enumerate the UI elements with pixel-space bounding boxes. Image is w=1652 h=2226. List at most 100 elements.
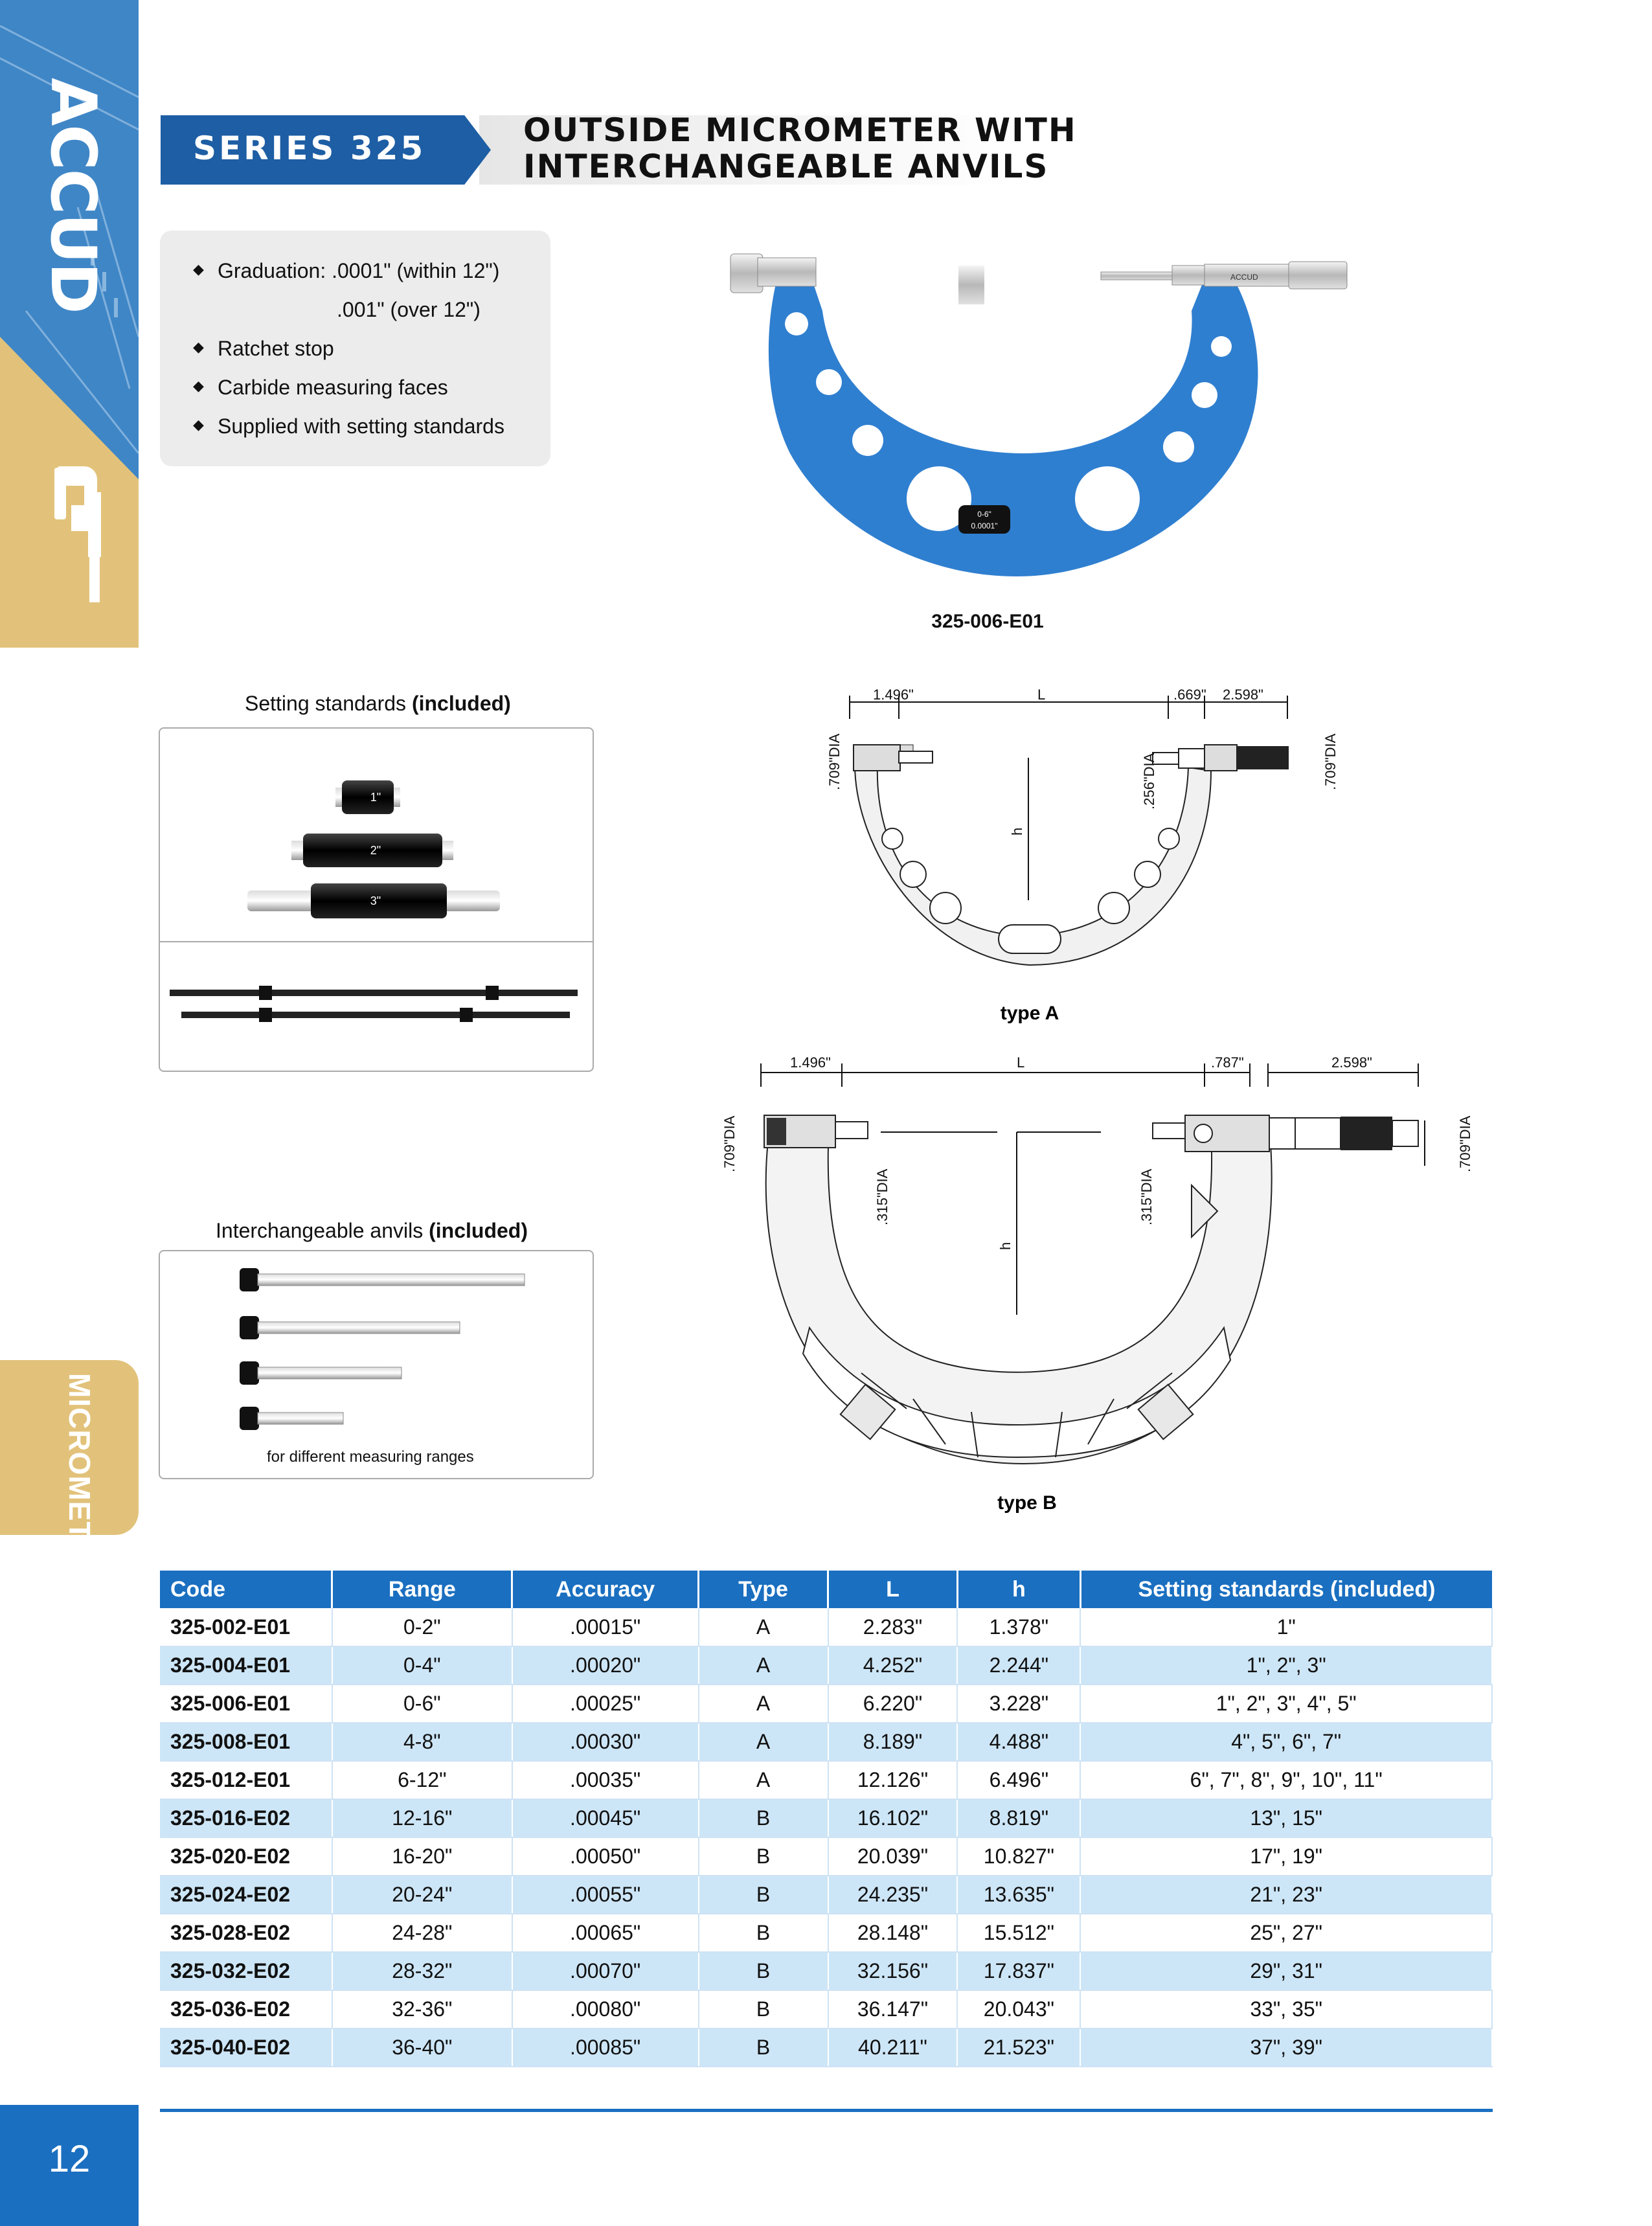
series-banner [161,115,491,185]
table-cell: 24-28" [332,1914,513,1953]
dim-a-length: L [1037,687,1045,703]
table-cell: 1", 2", 3", 4", 5" [1080,1685,1493,1723]
anvils-caption: Interchangeable anvils (included) [216,1219,528,1243]
type-b-diagram: 1.496" L .787" 2.598" .709"DIA .315"DIA … [721,1056,1473,1514]
table-cell: .00055" [512,1876,699,1914]
specifications-table: Code Range Accuracy Type L h Setting sta… [160,1571,1493,2067]
table-cell: 36-40" [332,2028,513,2067]
standard-1-label: 1" [370,791,381,804]
dim-b-length: L [1017,1056,1024,1071]
plate-range-label: 0-6" [977,510,991,519]
setting-standards-graphic: 1" 2" 3" [170,780,578,1022]
feature-item: Ratchet stop [218,337,334,360]
micrometer-icon [54,466,101,602]
table-cell: 28-32" [332,1952,513,1991]
table-cell: 325-032-E02 [160,1952,333,1991]
caption-label: Setting standards [245,692,407,715]
table-cell: 325-036-E02 [160,1990,333,2029]
table-cell: A [698,1761,829,1800]
table-cell: .00045" [512,1799,699,1838]
table-cell: 12-16" [332,1799,513,1838]
table-cell: 37", 39" [1080,2028,1493,2067]
dim-a-right: 2.598" [1223,687,1263,703]
type-b-label: type B [997,1492,1057,1514]
table-cell: 0-4" [332,1646,513,1685]
caption-note: (included) [411,692,511,715]
column-header: Setting standards (included) [1080,1571,1492,1608]
plate-accuracy-label: 0.0001" [971,521,998,530]
page-title-line2: INTERCHANGEABLE ANVILS [523,148,1049,185]
title-background [479,115,1153,185]
table-cell: 21", 23" [1080,1876,1493,1914]
bullet-icon: ◆ [193,416,204,433]
caption-label: Interchangeable anvils [216,1219,424,1242]
page-number: 12 [48,2138,91,2180]
table-cell: 17", 19" [1080,1837,1493,1876]
column-header: h [957,1571,1081,1608]
table-cell: A [698,1685,829,1723]
table-cell: 24.235" [828,1876,958,1914]
dim-a-dia-left: .709"DIA [826,733,843,790]
feature-item: Supplied with setting standards [218,415,504,438]
table-cell: 13.635" [957,1876,1081,1914]
table-cell: 325-008-E01 [160,1723,333,1762]
type-a-label: type A [1001,1003,1059,1024]
table-cell: .00030" [512,1723,699,1762]
caliper-background-graphic [0,25,139,454]
anvils-graphic [240,1268,525,1430]
table-cell: B [698,2028,829,2067]
table-cell: 8.819" [957,1799,1081,1838]
table-cell: B [698,1990,829,2029]
table-cell: 13", 15" [1080,1799,1493,1838]
table-cell: 4.488" [957,1723,1081,1762]
dim-b-left: 1.496" [790,1056,831,1071]
table-header-row: Code Range Accuracy Type L h Setting sta… [160,1571,1492,1608]
table-cell: 36.147" [828,1990,958,2029]
table-cell: 6", 7", 8", 9", 10", 11" [1080,1761,1493,1800]
table-cell: 20.039" [828,1837,958,1876]
dim-a-left: 1.496" [873,687,914,703]
bullet-icon: ◆ [193,261,204,277]
page-title-line1: OUTSIDE MICROMETER WITH [523,111,1077,149]
table-cell: 325-016-E02 [160,1799,333,1838]
column-header: Code [160,1571,334,1608]
table-cell: 4.252" [828,1646,958,1685]
table-cell: A [698,1723,829,1762]
table-cell: .00080" [512,1990,699,2029]
table-cell: 0-2" [332,1608,513,1647]
table-cell: 6-12" [332,1761,513,1800]
table-cell: .00070" [512,1952,699,1991]
series-label: SERIES 325 [193,130,426,167]
table-cell: 25", 27" [1080,1914,1493,1953]
table-cell: 20-24" [332,1876,513,1914]
feature-item: .001" (over 12") [337,298,481,321]
table-cell: 2.244" [957,1646,1081,1685]
dim-b-dia-anvil-right: .315"DIA [1138,1168,1155,1225]
bullet-icon: ◆ [193,378,204,394]
table-cell: .00050" [512,1837,699,1876]
table-cell: B [698,1952,829,1991]
standard-2-label: 2" [370,844,381,857]
table-cell: 2.283" [828,1608,958,1647]
table-cell: 325-012-E01 [160,1761,333,1800]
table-cell: 325-040-E02 [160,2028,333,2067]
setting-standards-caption: Setting standards (included) [245,692,511,716]
table-cell: 12.126" [828,1761,958,1800]
feature-item: Graduation: .0001" (within 12") [218,259,500,282]
table-cell: .00085" [512,2028,699,2067]
dim-b-right: 2.598" [1331,1056,1372,1071]
anvils-footnote: for different measuring ranges [267,1448,474,1466]
table-cell: 40.211" [828,2028,958,2067]
table-cell: .00020" [512,1646,699,1685]
features-box [160,231,550,466]
